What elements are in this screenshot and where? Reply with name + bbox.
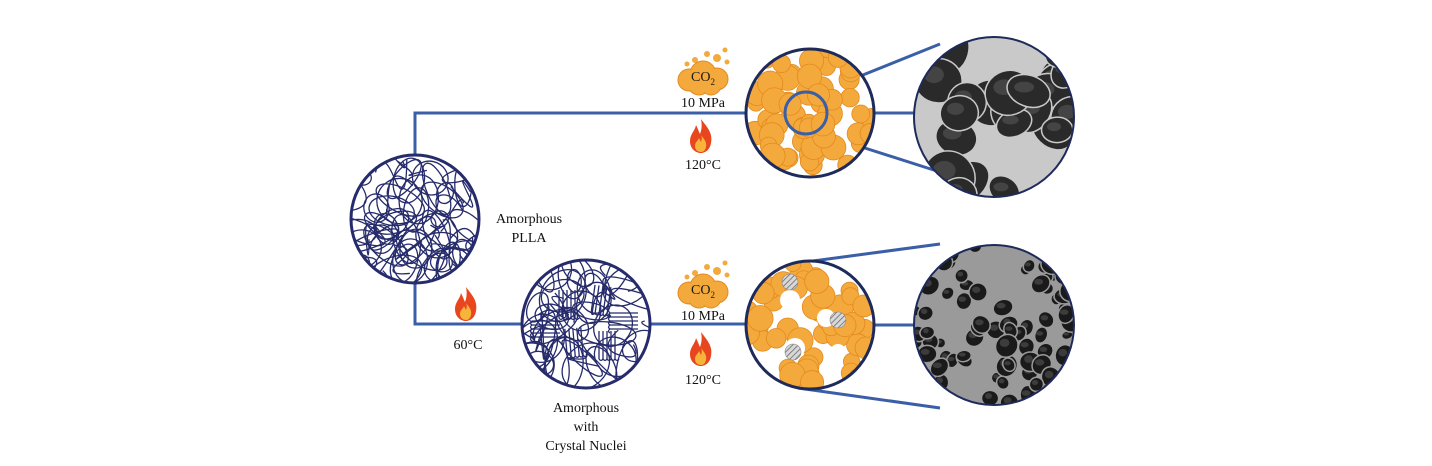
zoom-origin-ring (783, 90, 829, 136)
pressure-label-top: 10 MPa (681, 96, 725, 111)
co2-cloud-icon (677, 47, 730, 96)
temperature-label-bottom: 120°C (685, 373, 721, 388)
foam-circle-top (744, 47, 876, 179)
pretreat-temperature-label: 60°C (453, 338, 483, 353)
co2-label-bottom: CO2 (691, 283, 715, 300)
pressure-label-bottom: 10 MPa (681, 309, 725, 324)
flame-icon (455, 287, 477, 321)
flame-icon (690, 332, 712, 366)
crystal-nuclei-circle (520, 258, 652, 390)
co2-label-top: CO2 (691, 70, 715, 87)
flame-icon (690, 119, 712, 153)
temperature-label-top: 120°C (685, 158, 721, 173)
sem-micrograph-bottom (913, 244, 1075, 406)
plla-label: Amorphous PLLA (495, 212, 563, 246)
foam-circle-bottom (744, 259, 876, 391)
sem-micrograph-top (913, 36, 1075, 198)
co2-cloud-icon (677, 260, 730, 309)
nuclei-label: Amorphous with Crystal Nuclei (545, 401, 627, 454)
